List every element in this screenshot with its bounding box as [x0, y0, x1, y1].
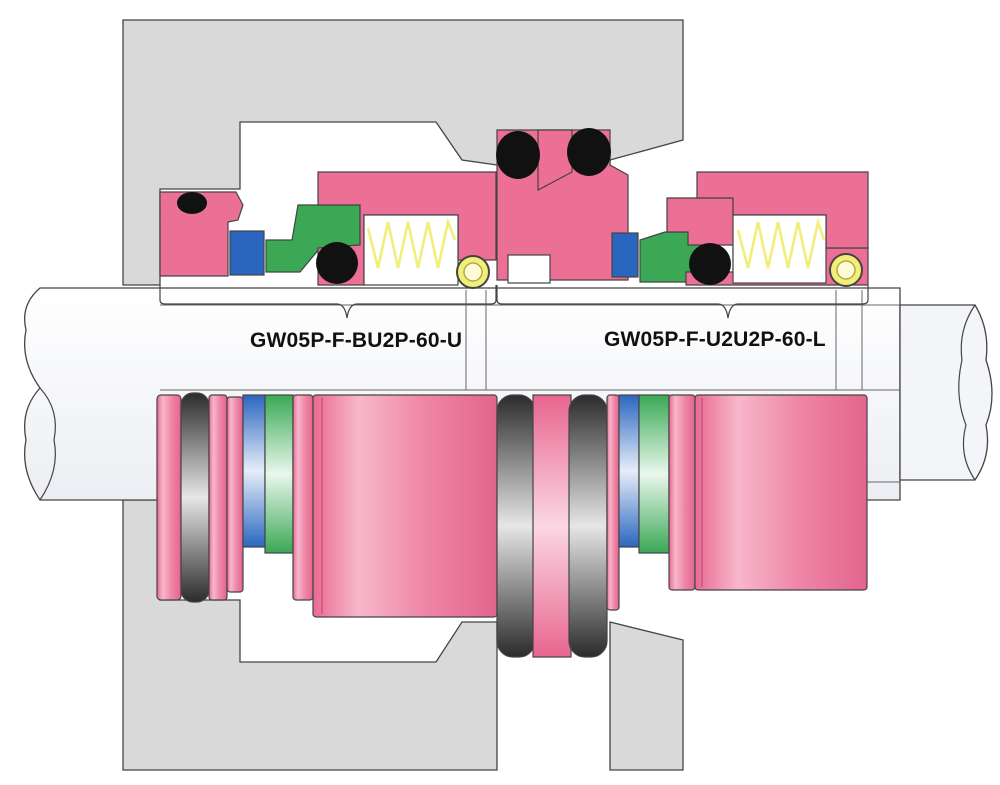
right-blue-ring — [611, 232, 639, 278]
right-seal-body — [694, 394, 868, 591]
housing — [122, 19, 684, 771]
left-retainer-ring-inner — [463, 262, 483, 282]
right-bracket — [496, 285, 869, 319]
center-pink-band-2 — [606, 394, 620, 611]
left-blue-band — [242, 394, 266, 548]
label-brackets — [159, 285, 869, 319]
left-spring-window — [363, 214, 459, 286]
left-seal-model-label: GW05P-F-BU2P-60-U — [250, 329, 463, 352]
right-oring — [689, 243, 731, 285]
center-pink-band — [532, 394, 572, 658]
left-bracket — [159, 285, 497, 319]
center-oring-band-right — [568, 394, 608, 658]
right-green-band — [638, 394, 670, 554]
left-oring — [316, 242, 358, 284]
left-gland — [159, 191, 244, 277]
left-gland-disc-2 — [208, 394, 228, 601]
housing-lower-right — [609, 621, 684, 771]
shaft-end — [899, 304, 993, 481]
left-green-band — [264, 394, 294, 554]
right-blue-band — [618, 394, 640, 548]
right-seal-upper — [611, 171, 869, 287]
right-retainer-ring-inner — [836, 260, 856, 280]
right-pink-band — [668, 394, 696, 591]
left-seal-upper — [159, 171, 497, 289]
center-oring-right — [567, 128, 611, 176]
right-spring — [736, 217, 826, 269]
left-gland-disc-3 — [226, 396, 244, 593]
left-spring — [366, 217, 457, 269]
left-gland-oring-band — [180, 392, 210, 603]
shaft-break-line — [39, 387, 56, 501]
left-pink-band — [292, 394, 314, 601]
right-seal-model-label: GW05P-F-U2U2P-60-L — [604, 328, 826, 351]
left-gland-disc — [156, 394, 182, 601]
left-gland-oring — [177, 192, 207, 214]
left-blue-ring — [229, 230, 265, 276]
center-oring-band-left — [496, 394, 536, 658]
left-seal-body — [312, 394, 498, 618]
center-piece-upper — [496, 128, 629, 284]
shaft-end-break-line — [958, 304, 976, 481]
center-notch — [537, 129, 573, 191]
center-oring-left — [496, 131, 540, 179]
seal-external-view — [156, 392, 868, 658]
center-white-gap — [507, 254, 551, 284]
